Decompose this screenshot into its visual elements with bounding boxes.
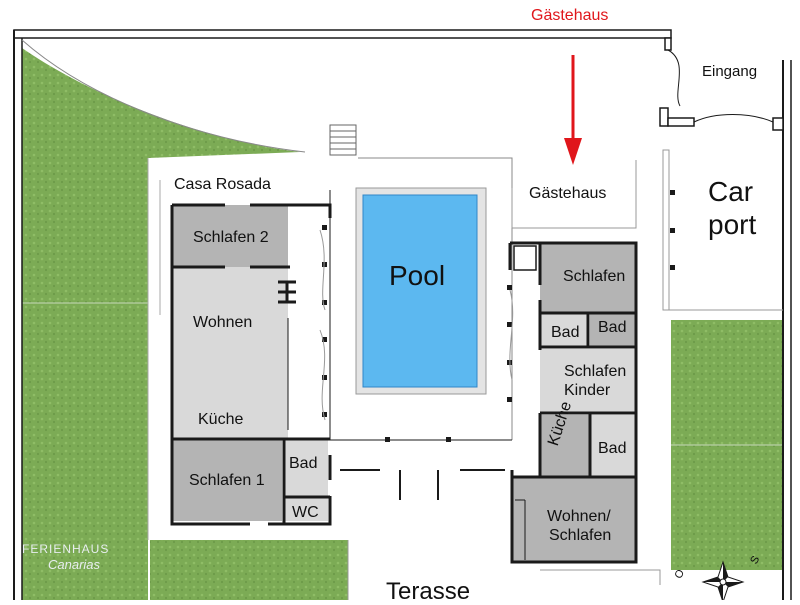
room-schlafen-kinder-line1: Schlafen — [564, 363, 627, 380]
gaestehaus-building — [508, 241, 638, 564]
room-bad-left: Bad — [289, 455, 318, 472]
room-schlafen-2: Schlafen 2 — [193, 229, 269, 246]
logo-line-1: FERIENHAUS — [22, 542, 110, 556]
gaestehaus-label: Gästehaus — [529, 185, 607, 202]
ferienhaus-logo: FERIENHAUS Canarias — [22, 542, 109, 572]
guesthouse-marker: Gästehaus — [531, 7, 609, 24]
room-wohnen-schlafen-line1: Wohnen/ — [547, 508, 611, 525]
room-kueche-left: Küche — [198, 411, 244, 428]
lawn-left-bottom — [22, 540, 148, 600]
stairs — [329, 124, 357, 156]
room-wohnen: Wohnen — [193, 314, 253, 331]
room-bad-right-1: Bad — [551, 324, 580, 341]
compass-rose — [701, 560, 745, 604]
room-bad-right-2: Bad — [598, 319, 627, 336]
pool-water — [362, 194, 478, 388]
room-wc: WC — [292, 504, 319, 521]
carport-label-line1: Car — [708, 176, 754, 207]
room-schlafen-kinder-line2: Kinder — [564, 382, 611, 399]
entrance-label: Eingang — [702, 63, 758, 80]
room-schlafen-1: Schlafen 1 — [189, 472, 265, 489]
room-wohnen-schlafen-line2: Schlafen — [549, 527, 612, 544]
red-arrow — [564, 55, 582, 165]
outer-wall — [13, 29, 792, 600]
room-bad-right-3: Bad — [598, 440, 627, 457]
lawn-left — [22, 48, 300, 600]
casa-rosada-building — [170, 203, 332, 526]
terrace-label: Terasse — [386, 578, 471, 605]
pool-label: Pool — [389, 260, 446, 291]
casa-rosada-label: Casa Rosada — [174, 176, 271, 193]
logo-line-2: Canarias — [48, 557, 101, 572]
room-schlafen-right: Schlafen — [563, 268, 626, 285]
lawn-bottom-middle — [150, 540, 348, 600]
carport-label-line2: port — [708, 209, 757, 240]
